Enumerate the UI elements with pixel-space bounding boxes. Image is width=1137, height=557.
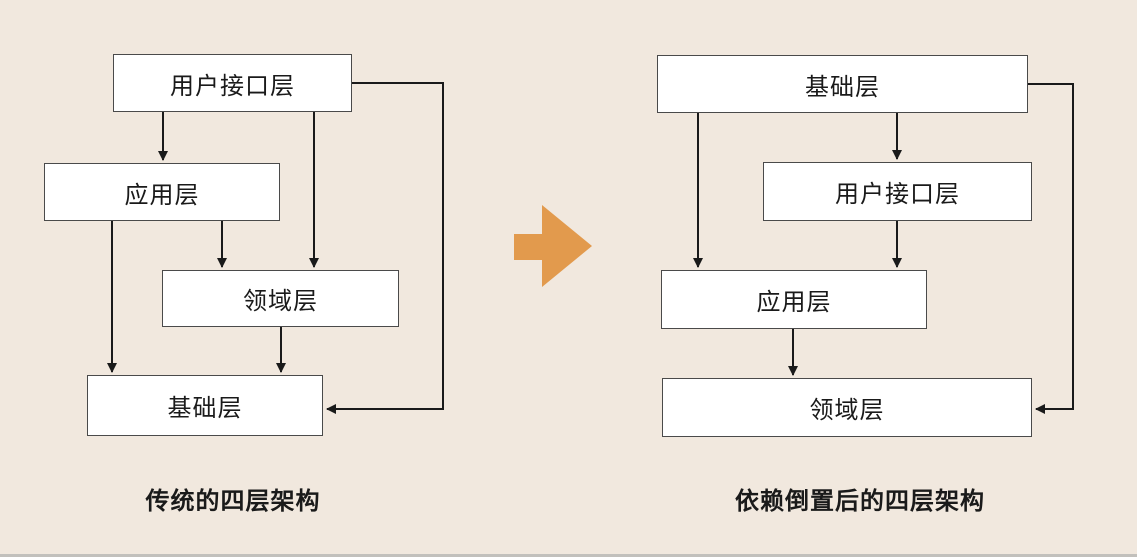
left-box-infrastructure-layer-label: 基础层 xyxy=(167,395,243,422)
left-box-application-layer-label: 应用层 xyxy=(124,181,200,209)
right-box-application-layer-label: 应用层 xyxy=(756,289,832,316)
right-arrow-icon xyxy=(514,205,592,287)
right-box-domain-layer-label: 领域层 xyxy=(809,397,885,424)
right-diagram-caption: 依赖倒置后的四层架构 xyxy=(735,488,985,515)
right-box-domain-layer: 领域层 xyxy=(662,378,1032,437)
left-box-application-layer: 应用层 xyxy=(44,163,280,221)
arrow-right-infrastructure-to-domain-outer xyxy=(1028,83,1074,414)
left-box-user-interface-layer-label: 用户接口层 xyxy=(170,72,295,100)
left-box-infrastructure-layer: 基础层 xyxy=(87,375,323,436)
right-box-user-interface-layer-label: 用户接口层 xyxy=(835,181,960,208)
right-box-infrastructure-layer: 基础层 xyxy=(657,55,1028,113)
right-box-user-interface-layer: 用户接口层 xyxy=(763,162,1032,221)
bottom-edge-strip xyxy=(0,554,1137,557)
arrow-left-ui-to-infrastructure-outer xyxy=(326,82,444,414)
left-box-domain-layer-label: 领域层 xyxy=(243,288,318,315)
left-box-domain-layer: 领域层 xyxy=(162,270,399,327)
left-box-user-interface-layer: 用户接口层 xyxy=(113,54,352,112)
right-box-infrastructure-layer-label: 基础层 xyxy=(805,73,880,101)
right-box-application-layer: 应用层 xyxy=(661,270,927,329)
left-diagram-caption: 传统的四层架构 xyxy=(145,488,321,515)
